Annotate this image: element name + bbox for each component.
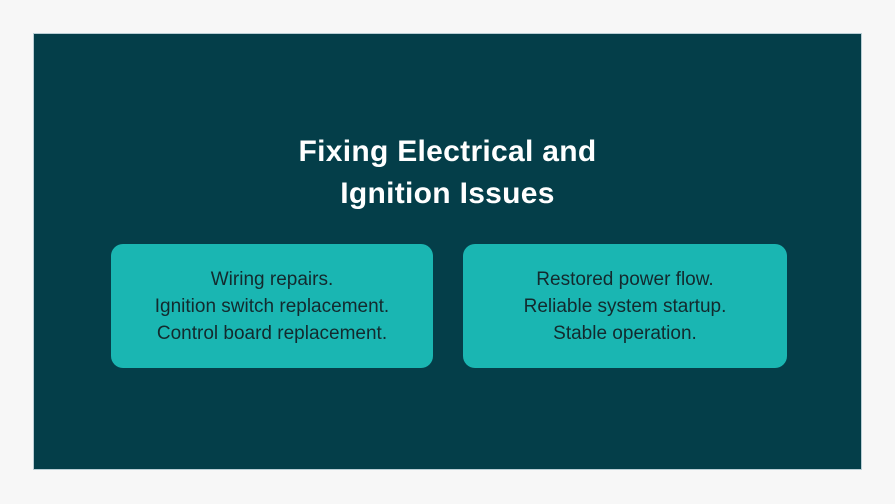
card-results-line-3: Stable operation. <box>553 322 697 344</box>
slide-title-line-2: Ignition Issues <box>340 177 555 210</box>
card-fixes-line-3: Control board replacement. <box>156 322 388 344</box>
card-fixes: Wiring repairs. Ignition switch replacem… <box>111 244 433 368</box>
card-results-line-1: Restored power flow. <box>536 268 714 290</box>
card-fixes-line-2: Ignition switch replacement. <box>154 295 390 317</box>
slide: Fixing Electrical and Ignition Issues Wi… <box>33 33 862 470</box>
card-fixes-line-1: Wiring repairs. <box>210 268 334 290</box>
card-results: Restored power flow. Reliable system sta… <box>463 244 787 368</box>
slide-title-line-1: Fixing Electrical and <box>298 135 597 168</box>
slide-title: Fixing Electrical and Ignition Issues <box>34 131 861 215</box>
card-results-line-2: Reliable system startup. <box>523 295 727 317</box>
